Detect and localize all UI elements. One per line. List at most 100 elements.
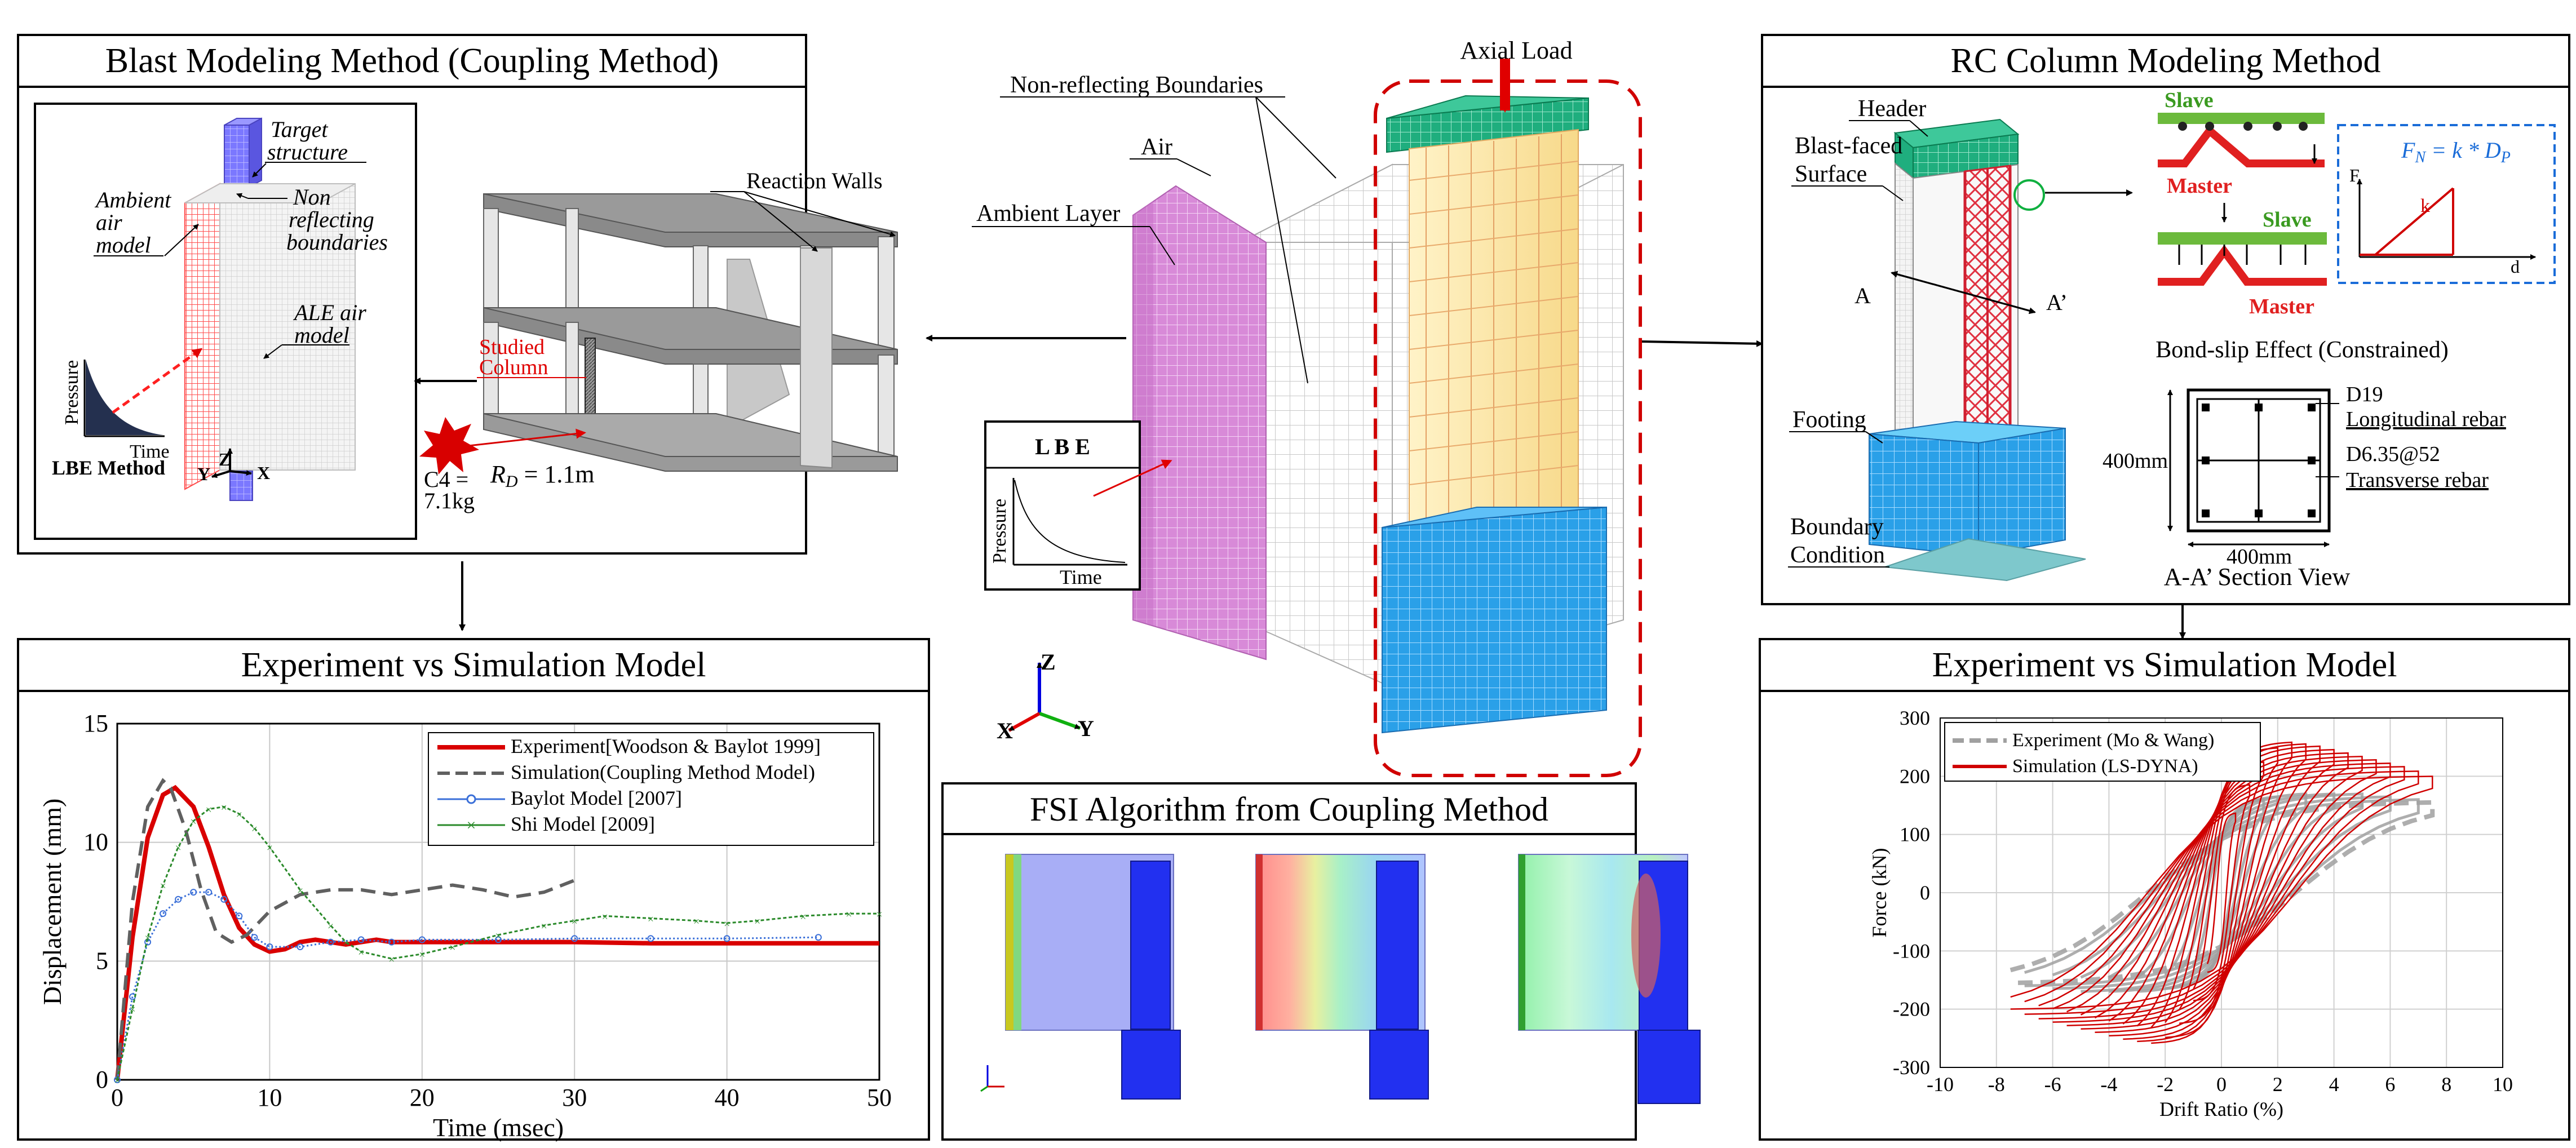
series-point: × bbox=[800, 911, 806, 923]
ambient-layer-label: Ambient Layer bbox=[976, 201, 1120, 227]
lbe-box: L B E Pressure Time bbox=[984, 420, 1172, 591]
series-point bbox=[723, 935, 731, 942]
series-point bbox=[388, 938, 395, 946]
bond-slip-diagram: Slave Master Slave Master bbox=[2158, 88, 2327, 318]
column-header-mesh bbox=[1386, 95, 1589, 153]
y-tick-label: 0 bbox=[1920, 881, 1930, 904]
fsi-title: FSI Algorithm from Coupling Method bbox=[1030, 791, 1548, 828]
target-structure-line2: structure bbox=[267, 139, 348, 165]
standoff-label: RD = 1.1m bbox=[490, 460, 595, 491]
legend-box bbox=[428, 732, 874, 846]
section-view bbox=[2167, 388, 2339, 547]
series-point: × bbox=[297, 885, 303, 897]
formula-sub: N bbox=[2414, 149, 2426, 166]
x-axis-label: Time (msec) bbox=[433, 1113, 564, 1142]
y-tick-label: 10 bbox=[83, 828, 108, 856]
lbe-method-label: LBE Method bbox=[52, 456, 165, 479]
y-tick-label: 0 bbox=[96, 1066, 108, 1093]
legend-marker bbox=[466, 794, 476, 804]
legend-box bbox=[1944, 722, 2261, 782]
series-point: × bbox=[206, 804, 212, 817]
series-point bbox=[296, 943, 304, 951]
y-tick-label: 100 bbox=[1900, 823, 1930, 846]
fsi-frame-3 bbox=[1518, 854, 1701, 1104]
x-tick-label: 30 bbox=[562, 1084, 587, 1111]
center-model: Axial Load Non-reflecting Boundaries Air… bbox=[972, 37, 1642, 777]
blast-modeling-panel: Blast Modeling Method (Coupling Method) … bbox=[17, 34, 913, 555]
non-reflecting-line2: reflecting bbox=[289, 207, 374, 232]
formula-lhs: F bbox=[2401, 138, 2415, 163]
air-label: Air bbox=[1141, 134, 1172, 160]
series-point: × bbox=[876, 908, 882, 921]
legend-label-0: Experiment[Woodson & Baylot 1999] bbox=[511, 735, 821, 757]
x-tick-label: 6 bbox=[2385, 1073, 2395, 1096]
plot-frame bbox=[116, 723, 880, 1081]
charge-explosion-icon bbox=[419, 417, 479, 475]
series-point: × bbox=[572, 916, 578, 928]
fsi-frame-1 bbox=[1005, 854, 1181, 1100]
lbe-time-label: Time bbox=[130, 441, 170, 462]
standoff-r: R bbox=[490, 460, 506, 488]
charge-line2: 7.1kg bbox=[424, 488, 475, 513]
y-axis-label: Force (kN) bbox=[1868, 848, 1891, 938]
lbe-pressure-curve: Pressure Time LBE Method bbox=[52, 348, 203, 479]
footing-label: Footing bbox=[1792, 407, 1866, 433]
series-point bbox=[160, 910, 167, 917]
fsi-axis-icon bbox=[980, 1065, 1004, 1092]
section-a-label: A bbox=[1854, 283, 1871, 308]
y-tick-label: 200 bbox=[1900, 765, 1930, 787]
x-tick-label: -8 bbox=[1988, 1073, 2005, 1096]
ale-air-line2: model bbox=[294, 322, 349, 348]
ambient-air-line3: model bbox=[96, 232, 151, 258]
series-point: × bbox=[648, 913, 654, 925]
formula-box: FN = k * DP F k d bbox=[2337, 124, 2556, 284]
d19-label: D19 bbox=[2346, 383, 2383, 406]
master2-label: Master bbox=[2249, 295, 2314, 318]
ale-air-line1: ALE air bbox=[293, 300, 366, 325]
series-point: × bbox=[175, 842, 182, 854]
y-tick-label: 5 bbox=[96, 947, 108, 974]
blast-faced-line2: Surface bbox=[1795, 161, 1867, 187]
series-point: × bbox=[693, 916, 700, 928]
studied-column-line2: Column bbox=[479, 356, 548, 379]
y-tick-label: 15 bbox=[83, 710, 108, 737]
formula-rhs: = k * D bbox=[2425, 138, 2501, 163]
dim-vertical-label: 400mm bbox=[2103, 449, 2168, 473]
axis-triad: Z Y X bbox=[197, 448, 270, 484]
x-axis-label: Drift Ratio (%) bbox=[2159, 1098, 2283, 1120]
series-point bbox=[236, 912, 243, 920]
series-point bbox=[418, 936, 426, 943]
header-label: Header bbox=[1858, 96, 1926, 122]
d635-label: D6.35@52 bbox=[2346, 442, 2440, 466]
bond-slip-label: Bond-slip Effect (Constrained) bbox=[2155, 337, 2448, 363]
series-point: × bbox=[251, 823, 258, 835]
series-point: × bbox=[114, 1075, 120, 1087]
x-tick-label: 4 bbox=[2329, 1073, 2339, 1096]
series-point: × bbox=[846, 908, 852, 921]
reaction-walls-label: Reaction Walls bbox=[746, 168, 883, 193]
series-point: × bbox=[160, 880, 166, 893]
graph-k-label: k bbox=[2420, 196, 2430, 216]
graph-f-label: F bbox=[2349, 165, 2360, 185]
x-tick-label: 2 bbox=[2273, 1073, 2283, 1096]
blast-panel-title: Blast Modeling Method (Coupling Method) bbox=[105, 42, 719, 80]
series-point: × bbox=[129, 1004, 135, 1016]
series-point: × bbox=[221, 801, 227, 814]
series-point: × bbox=[724, 918, 730, 930]
legend-label-1: Simulation (LS-DYNA) bbox=[2012, 756, 2198, 777]
series-point: × bbox=[495, 930, 501, 942]
x-tick-label: -4 bbox=[2100, 1073, 2117, 1096]
slave2-label: Slave bbox=[2263, 208, 2312, 232]
y-tick-label: -200 bbox=[1893, 998, 1930, 1021]
non-reflecting-line1: Non bbox=[293, 184, 331, 210]
simulation-loop bbox=[2150, 741, 2292, 1044]
series-point bbox=[205, 889, 213, 896]
series-point: × bbox=[327, 920, 334, 933]
experiment-loop bbox=[2010, 800, 2435, 986]
target-structure-block bbox=[224, 117, 262, 188]
simulation-loop bbox=[2052, 763, 2391, 1023]
y-tick-label: 300 bbox=[1900, 707, 1930, 729]
